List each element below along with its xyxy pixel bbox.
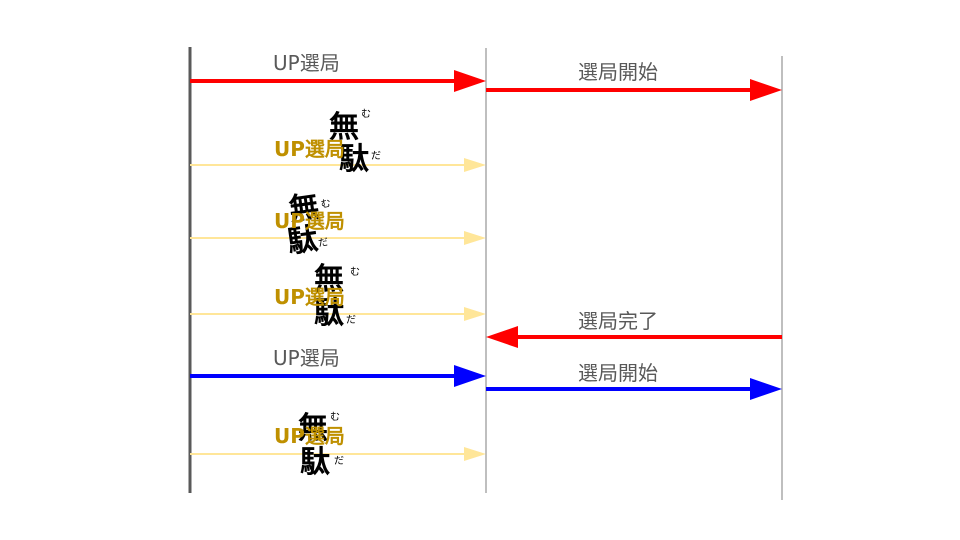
label-tune-start-2: 選局開始 bbox=[578, 361, 658, 385]
label-up-tune-ignored-4: UP選局 bbox=[274, 424, 345, 448]
svg-text:む: む bbox=[350, 266, 360, 278]
label-tune-done: 選局完了 bbox=[578, 309, 658, 333]
label-tune-start-1: 選局開始 bbox=[578, 60, 658, 84]
svg-text:む: む bbox=[330, 411, 340, 423]
label-up-tune-2: UP選局 bbox=[273, 346, 340, 370]
label-up-tune-1: UP選局 bbox=[273, 51, 340, 75]
label-up-tune-ignored-2: UP選局 bbox=[274, 209, 345, 233]
svg-text:だ: だ bbox=[334, 455, 344, 467]
label-up-tune-ignored-1: UP選局 bbox=[274, 137, 345, 161]
svg-text:駄: 駄 bbox=[300, 445, 330, 478]
svg-text:だ: だ bbox=[371, 150, 381, 162]
svg-text:だ: だ bbox=[317, 236, 329, 249]
label-up-tune-ignored-3: UP選局 bbox=[274, 285, 345, 309]
svg-text:む: む bbox=[361, 108, 371, 120]
svg-text:だ: だ bbox=[346, 314, 356, 326]
